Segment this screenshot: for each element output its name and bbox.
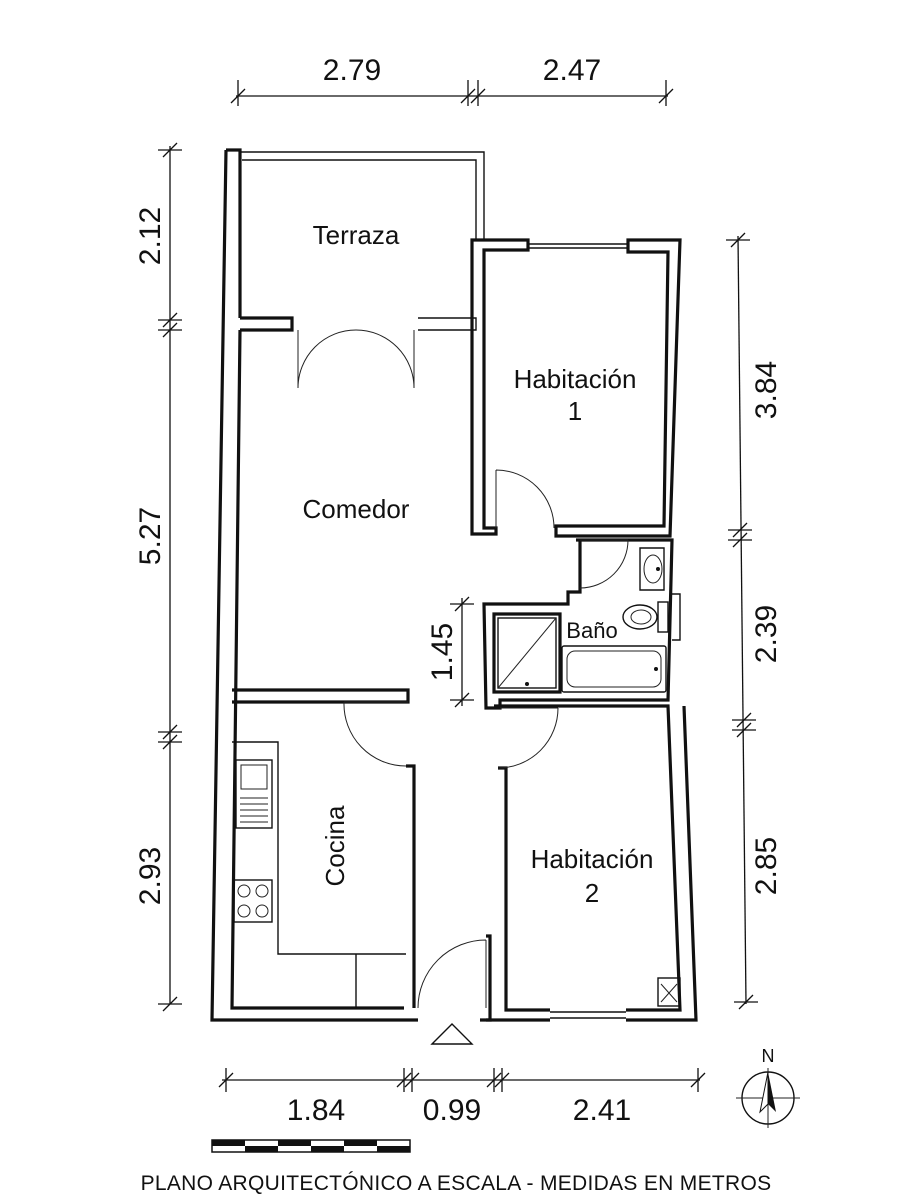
room-terraza: Terraza — [313, 220, 400, 250]
bathtub-icon — [561, 645, 667, 693]
doors — [297, 329, 629, 1009]
dim-hall: 1.45 — [426, 623, 459, 681]
room-bano: Baño — [566, 618, 617, 643]
fixtures — [232, 547, 681, 1045]
entrance-arrow-icon — [430, 1023, 474, 1045]
compass-north-label: N — [762, 1046, 775, 1066]
dim-bottom-left: 1.84 — [287, 1094, 345, 1127]
room-habitacion-2-name: Habitación — [531, 844, 654, 874]
room-habitacion-1-name: Habitación — [514, 364, 637, 394]
dim-left-middle: 5.27 — [134, 507, 167, 565]
room-comedor: Comedor — [303, 494, 410, 524]
dim-top-left: 2.79 — [323, 54, 381, 87]
plan-caption: PLANO ARQUITECTÓNICO A ESCALA - MEDIDAS … — [141, 1172, 772, 1195]
dim-right-middle: 2.39 — [750, 605, 783, 663]
bathroom-sink-icon — [639, 547, 665, 591]
kitchen-sink-icon — [235, 759, 273, 829]
dimension-labels: 2.79 2.47 2.12 5.27 2.93 3.84 2.39 2.85 … — [134, 54, 783, 1127]
room-habitacion-2-number: 2 — [585, 878, 599, 908]
shower-icon — [497, 617, 557, 689]
utility-box-icon — [657, 977, 681, 1007]
dimension-lines — [158, 80, 758, 1092]
dim-top-right: 2.47 — [543, 54, 601, 87]
scale-bar — [211, 1139, 411, 1153]
stove-icon — [233, 879, 273, 923]
dim-left-top: 2.12 — [134, 207, 167, 265]
toilet-icon — [622, 601, 669, 633]
dim-bottom-right: 2.41 — [573, 1094, 631, 1127]
room-labels: Terraza Habitación 1 Comedor Baño Cocina… — [303, 220, 654, 908]
room-cocina: Cocina — [320, 805, 350, 886]
dim-right-bottom: 2.85 — [750, 837, 783, 895]
walls — [210, 148, 698, 1022]
room-habitacion-1-number: 1 — [568, 396, 582, 426]
dim-bottom-middle: 0.99 — [423, 1094, 481, 1127]
dim-right-top: 3.84 — [750, 361, 783, 419]
north-compass-icon: N — [736, 1046, 800, 1128]
dim-left-bottom: 2.93 — [134, 847, 167, 905]
